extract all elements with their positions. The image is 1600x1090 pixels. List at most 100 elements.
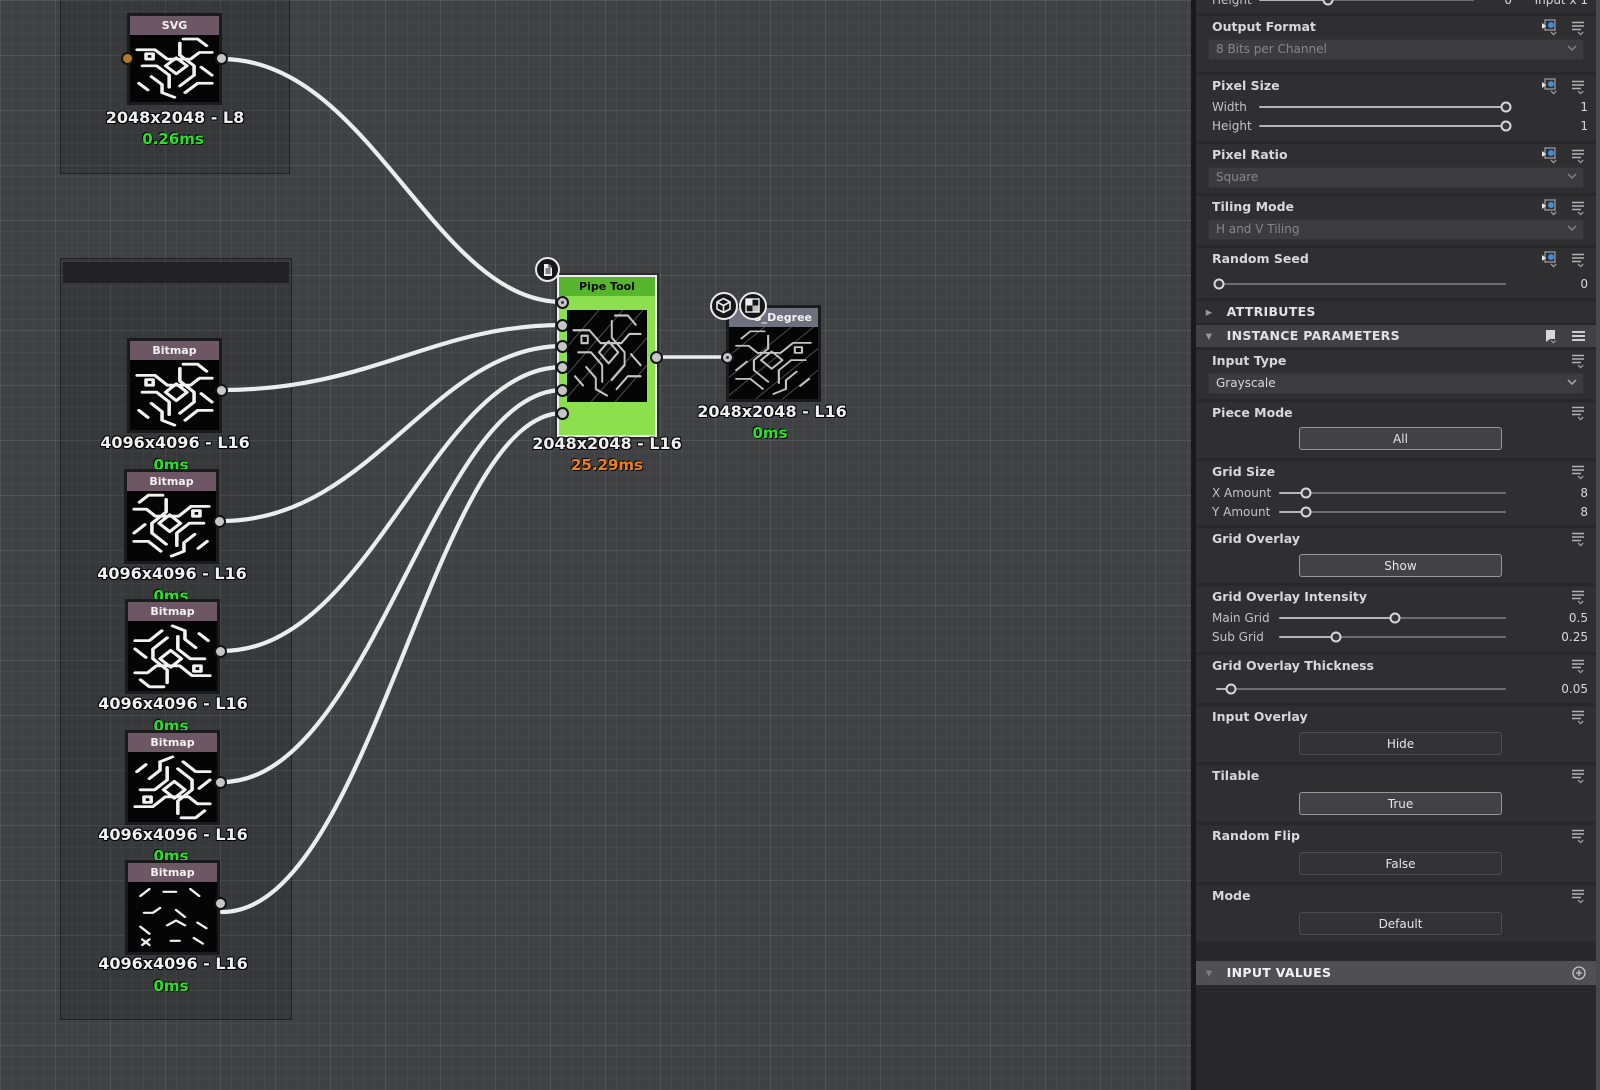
main-grid-slider[interactable]	[1279, 612, 1506, 623]
bitmap-node-3[interactable]: Bitmap	[125, 599, 220, 694]
pipe-output-connector[interactable]	[650, 351, 663, 364]
parameter-menu-icon[interactable]	[1571, 888, 1586, 904]
parameter-menu-icon[interactable]	[1571, 353, 1586, 369]
width-slider[interactable]	[1259, 101, 1512, 112]
slider-value: 1	[1580, 99, 1588, 114]
input-type-dropdown[interactable]: Grayscale	[1208, 373, 1584, 394]
pipe-input-connector-5[interactable]	[556, 384, 569, 397]
section-output-format: Output Format 8 Bits per Channel	[1196, 16, 1596, 72]
panel-scrollbar[interactable]	[1596, 0, 1600, 1090]
bitmap-node-2[interactable]: Bitmap	[124, 469, 219, 564]
function-icon[interactable]	[1541, 19, 1558, 36]
slider-handle[interactable]	[1300, 487, 1312, 498]
preset-bookmark-icon[interactable]	[1543, 328, 1558, 344]
slider-handle[interactable]	[1500, 101, 1512, 112]
node-caption: 2048x2048 - L16	[697, 402, 847, 421]
parameter-menu-icon[interactable]	[1571, 709, 1586, 725]
attributes-section-header[interactable]: ▸ ATTRIBUTES	[1196, 301, 1596, 323]
slider-handle[interactable]	[1225, 683, 1236, 694]
slider-handle[interactable]	[1322, 0, 1334, 5]
panel-separator[interactable]	[1191, 0, 1196, 1090]
pipe-input-connector-3[interactable]	[556, 340, 569, 353]
wire-bitmap2-to-pipe[interactable]	[219, 343, 566, 524]
pipe-input-connector-4[interactable]	[556, 361, 569, 374]
parameter-menu-icon[interactable]	[1571, 252, 1586, 268]
function-icon[interactable]	[1541, 199, 1558, 216]
random-flip-toggle-button[interactable]: False	[1299, 852, 1502, 875]
pipe-tool-node-header: Pipe Tool	[559, 277, 655, 296]
parameter-menu-icon[interactable]	[1571, 531, 1586, 547]
instance-parameters-section-header[interactable]: ▾ INSTANCE PARAMETERS	[1196, 325, 1596, 347]
parameter-menu-icon[interactable]	[1571, 148, 1586, 164]
height-slider[interactable]	[1259, 0, 1474, 5]
menu-icon[interactable]	[1571, 329, 1586, 343]
section-tiling-mode: Tiling Mode H and V Tiling	[1196, 196, 1596, 245]
pipe-input-connector-2[interactable]	[556, 319, 569, 332]
bitmap-node-output-connector[interactable]	[213, 515, 226, 528]
svg-node[interactable]: SVG	[127, 13, 222, 105]
node-caption: 4096x4096 - L16	[97, 564, 247, 583]
pipe-input-connector-1[interactable]	[556, 296, 569, 309]
wire-bitmap5-to-pipe[interactable]	[219, 410, 566, 915]
tiling-mode-dropdown[interactable]: H and V Tiling	[1208, 219, 1584, 240]
bitmap-node-output-connector[interactable]	[214, 897, 227, 910]
slider-value: 0.25	[1561, 629, 1588, 644]
bitmap-node-output-connector[interactable]	[214, 645, 227, 658]
parameter-menu-icon[interactable]	[1571, 200, 1586, 216]
node-graph-canvas[interactable]: SVG 2048x2048 - L8 0.26ms Bitmap 4096x40…	[0, 0, 1196, 1090]
slider-handle[interactable]	[1389, 612, 1401, 623]
parameter-menu-icon[interactable]	[1571, 79, 1586, 95]
bitmap-node-output-connector[interactable]	[215, 384, 228, 397]
parameter-menu-icon[interactable]	[1571, 20, 1586, 36]
section-random-seed: Random Seed	[1196, 248, 1596, 298]
bitmap-node-4[interactable]: Bitmap	[125, 730, 220, 825]
parameter-menu-icon[interactable]	[1571, 658, 1586, 674]
pipe-input-connector-6[interactable]	[556, 407, 569, 420]
height-slider[interactable]	[1259, 120, 1512, 131]
slider-handle[interactable]	[1330, 631, 1342, 642]
x-amount-slider[interactable]	[1279, 487, 1506, 498]
random-seed-slider[interactable]	[1213, 278, 1506, 289]
function-icon[interactable]	[1541, 78, 1558, 95]
tilable-toggle-button[interactable]: True	[1299, 792, 1502, 815]
function-icon[interactable]	[1541, 251, 1558, 268]
svg-node-input-connector[interactable]	[121, 52, 134, 65]
frame-title-bar[interactable]	[63, 262, 289, 283]
piece-mode-button[interactable]: All	[1299, 427, 1502, 450]
parameter-menu-icon[interactable]	[1571, 768, 1586, 784]
wire-svg-to-pipe[interactable]	[219, 56, 566, 305]
input-overlay-toggle-button[interactable]: Hide	[1299, 732, 1502, 755]
parameter-menu-icon[interactable]	[1571, 589, 1586, 605]
wire-bitmap4-to-pipe[interactable]	[219, 387, 566, 785]
section-title: Grid Overlay	[1196, 528, 1596, 550]
pipe-tool-node[interactable]: Pipe Tool	[555, 273, 659, 439]
bitmap-node-output-connector[interactable]	[214, 776, 227, 789]
grid-overlay-toggle-button[interactable]: Show	[1299, 554, 1502, 577]
svg-node-output-connector[interactable]	[215, 52, 228, 65]
parameter-menu-icon[interactable]	[1571, 828, 1586, 844]
mode-button[interactable]: Default	[1299, 912, 1502, 935]
bitmap-node-1[interactable]: Bitmap	[127, 338, 222, 433]
bitmap-node-5[interactable]: Bitmap	[125, 860, 220, 955]
slider-label: Height	[1212, 118, 1252, 133]
wire-bitmap3-to-pipe[interactable]	[219, 364, 566, 654]
parameter-menu-icon[interactable]	[1571, 464, 1586, 480]
y-amount-slider[interactable]	[1279, 506, 1506, 517]
sub-grid-slider[interactable]	[1279, 631, 1506, 642]
output-format-dropdown[interactable]: 8 Bits per Channel	[1208, 39, 1584, 60]
parameter-menu-icon[interactable]	[1571, 405, 1586, 421]
slider-handle[interactable]	[1500, 120, 1512, 131]
bitmap-node-thumbnail	[128, 621, 217, 691]
slider-handle[interactable]	[1300, 506, 1312, 517]
wire-bitmap1-to-pipe[interactable]	[219, 322, 566, 393]
thickness-slider[interactable]	[1216, 683, 1506, 694]
section-piece-mode: Piece Mode All	[1196, 402, 1596, 458]
degree-node[interactable]: 5_Degree	[726, 305, 821, 402]
function-icon[interactable]	[1541, 147, 1558, 164]
pixel-ratio-dropdown[interactable]: Square	[1208, 167, 1584, 188]
node-caption: 2048x2048 - L8	[105, 108, 245, 127]
input-values-section-header[interactable]: ▾ INPUT VALUES	[1196, 961, 1596, 985]
add-input-value-icon[interactable]	[1572, 966, 1586, 980]
degree-input-connector[interactable]	[721, 351, 734, 364]
slider-handle[interactable]	[1213, 278, 1225, 289]
